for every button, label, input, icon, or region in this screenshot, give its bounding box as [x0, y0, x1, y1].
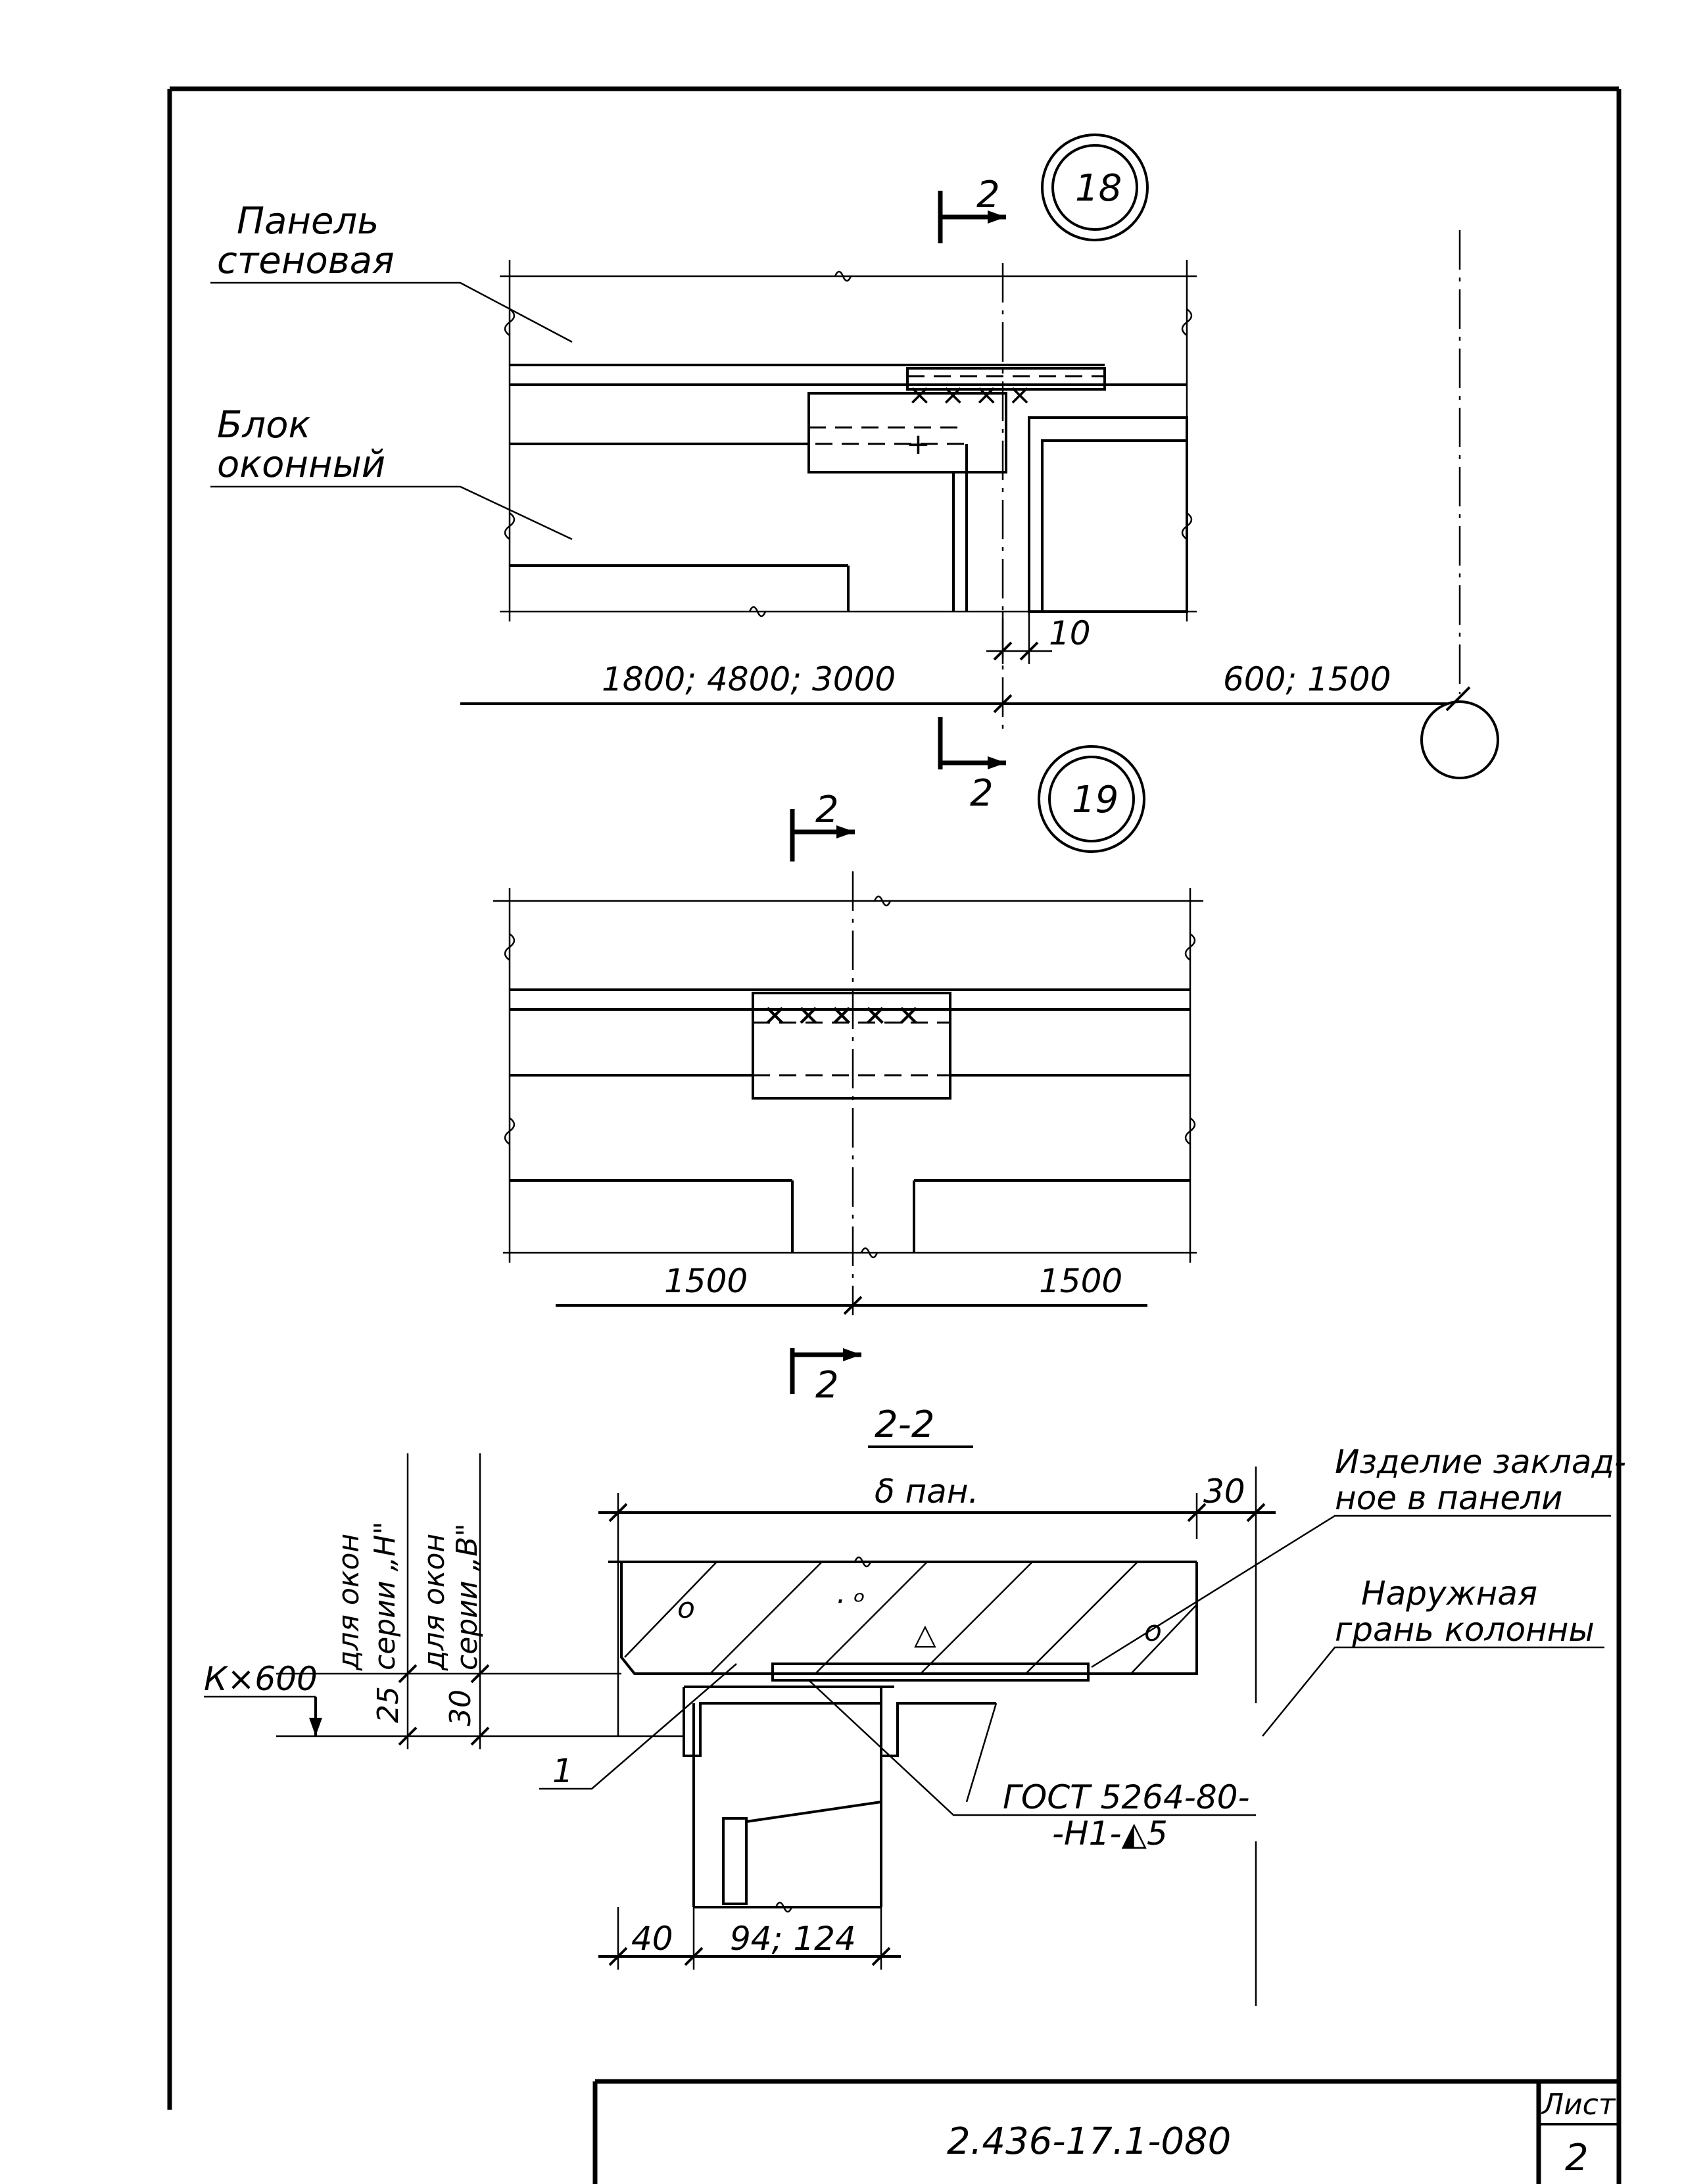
- node-18-number: 18: [1075, 167, 1122, 210]
- label-window-h-line2: серии „Н": [368, 1522, 402, 1671]
- label-window-v-line2: серии „В": [450, 1523, 484, 1670]
- label-weld-line2: -Н1-◭5: [1052, 1814, 1168, 1853]
- label-window-block-line2: оконный: [217, 443, 385, 486]
- dim-40: 40: [631, 1920, 673, 1958]
- dim-10: 10: [1049, 614, 1091, 652]
- dim-kx600: К×600: [204, 1660, 318, 1698]
- label-panel-wall-line2: стеновая: [217, 239, 395, 282]
- dim-30-side: 30: [444, 1689, 477, 1726]
- label-column-face-line1: Наружная: [1361, 1574, 1537, 1613]
- detail-18: × × × × +: [210, 133, 1499, 779]
- labels: Панель стеновая Блок оконный 18 19 2 2 2…: [204, 167, 1626, 1958]
- label-panel-wall-line1: Панель: [237, 200, 379, 243]
- section-mark-19-bottom: 2: [815, 1364, 839, 1407]
- node-19-inner-circle: [1048, 756, 1135, 842]
- svg-text:✕ ✕ ✕ ✕ ✕: ✕ ✕ ✕ ✕ ✕: [763, 1000, 921, 1033]
- section-2-2: o · ᵒ △ o: [204, 1445, 1611, 2006]
- dim-spans-left: 1800; 4800; 3000: [602, 660, 896, 698]
- dim-1500-right: 1500: [1039, 1262, 1122, 1300]
- svg-text:+: +: [906, 427, 930, 461]
- axis-bubble: [1420, 700, 1499, 779]
- label-embedded-part-line2: ное в панели: [1335, 1479, 1563, 1517]
- sheet-frame: [167, 86, 1622, 2184]
- section-mark-19-top: 2: [815, 789, 839, 831]
- svg-text:· ᵒ: · ᵒ: [835, 1585, 865, 1618]
- dim-panel-thickness: δ пан.: [875, 1472, 978, 1511]
- node-19-number: 19: [1072, 779, 1118, 821]
- svg-text:× × × ×: × × × ×: [907, 378, 1032, 412]
- dim-30-top: 30: [1203, 1472, 1245, 1511]
- label-window-block-line1: Блок: [217, 404, 310, 447]
- detail-19: ✕ ✕ ✕ ✕ ✕: [493, 745, 1203, 1394]
- svg-text:o: o: [677, 1591, 695, 1625]
- dim-94-124: 94; 124: [730, 1920, 856, 1958]
- label-column-face-line2: грань колонны: [1335, 1611, 1595, 1649]
- sheet-label: Лист: [1541, 2088, 1616, 2122]
- label-window-v-line1: для окон: [418, 1534, 451, 1671]
- doc-code: 2.436-17.1-080: [947, 2120, 1231, 2163]
- sheet-number: 2: [1565, 2137, 1589, 2179]
- label-window-h-line1: для окон: [332, 1534, 366, 1671]
- dim-25: 25: [372, 1686, 405, 1723]
- svg-text:o: o: [1144, 1614, 1162, 1648]
- node-18-outer-circle: [1041, 133, 1149, 241]
- label-embedded-part-line1: Изделие заклад-: [1335, 1443, 1626, 1481]
- label-weld-line1: ГОСТ 5264-80-: [1003, 1778, 1250, 1816]
- dim-spans-right: 600; 1500: [1223, 660, 1391, 698]
- leader-1-label: 1: [552, 1752, 573, 1790]
- section-title: 2-2: [875, 1403, 934, 1446]
- section-mark-18-top: 2: [976, 174, 1000, 216]
- node-19-outer-circle: [1038, 745, 1145, 853]
- node-18-inner-circle: [1051, 144, 1138, 231]
- dim-1500-left: 1500: [664, 1262, 748, 1300]
- svg-text:△: △: [914, 1618, 936, 1651]
- section-mark-18-bottom: 2: [970, 772, 994, 815]
- title-block: 2.436-17.1-080 Лист 2: [592, 2079, 1619, 2184]
